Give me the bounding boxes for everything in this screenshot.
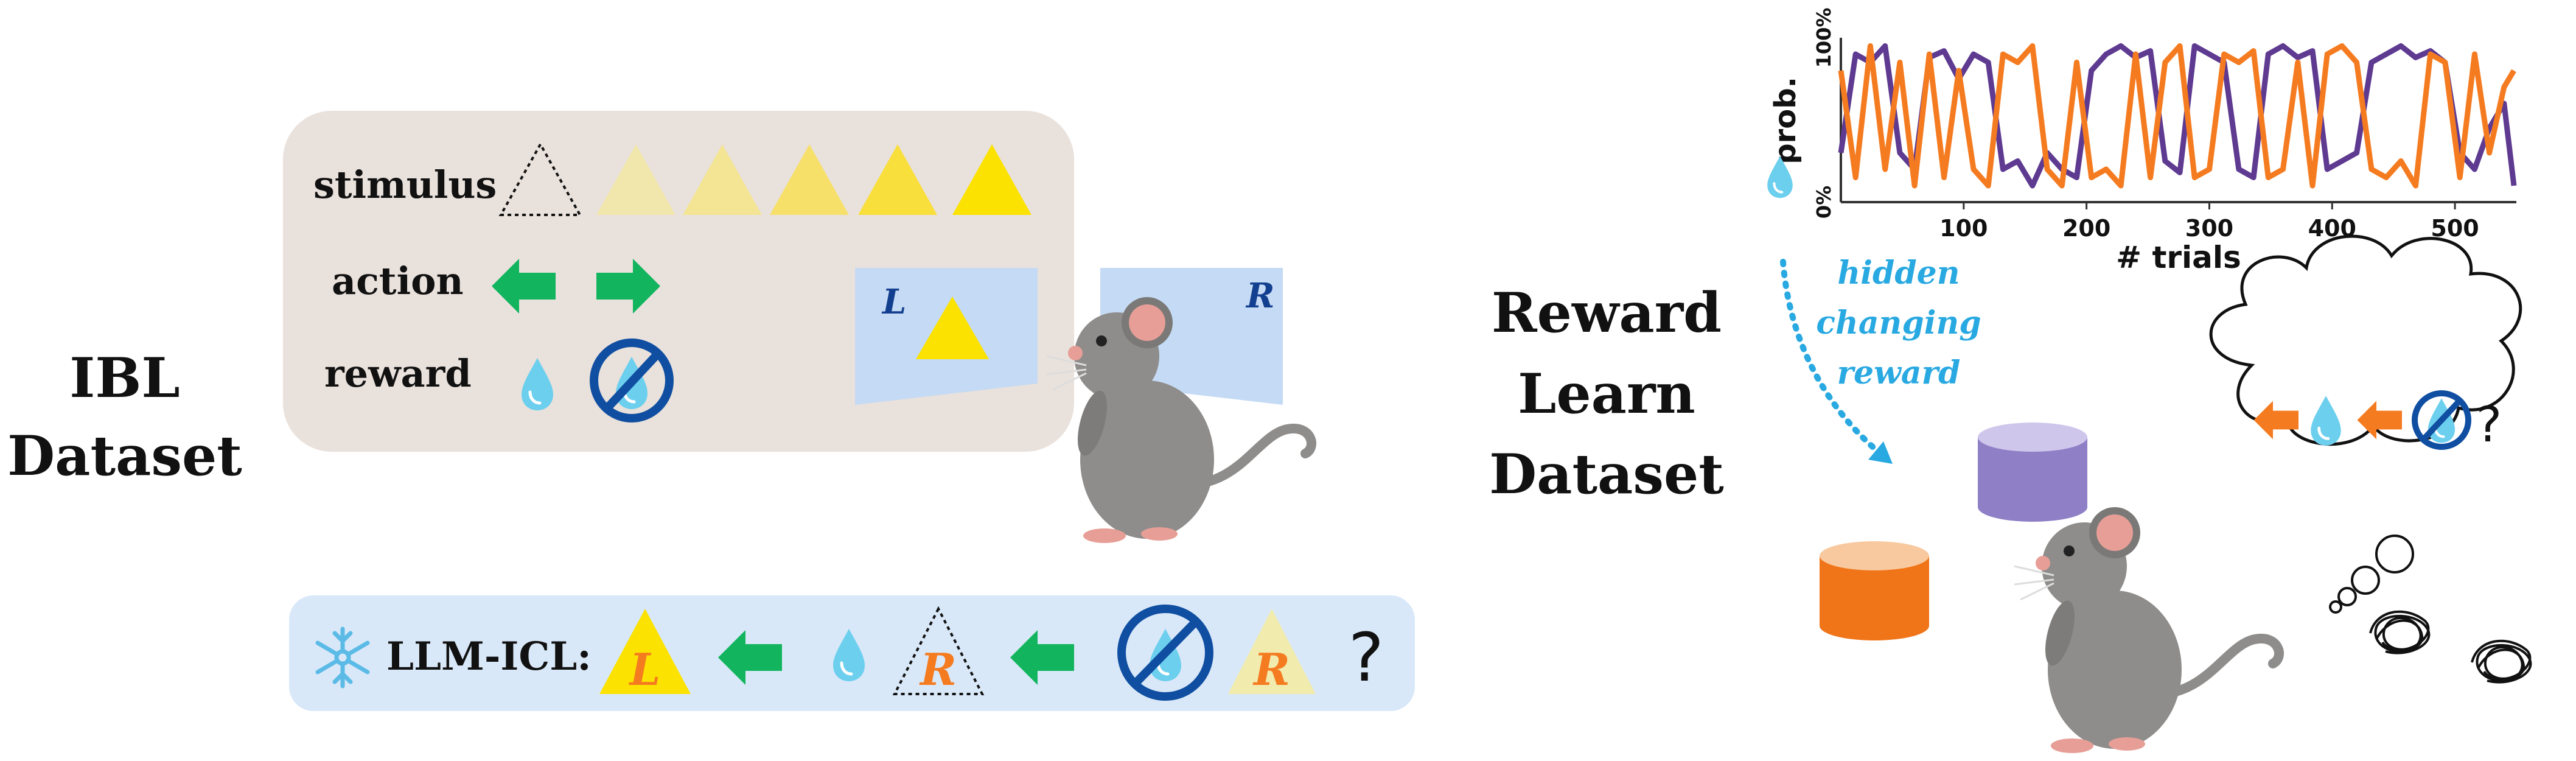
chart-y-tick-label: 100%: [1812, 8, 1835, 68]
screen-left-label: L: [881, 282, 906, 322]
chart-y-tick-label: 0%: [1812, 186, 1835, 219]
chart-x-tick-label: 200: [2062, 215, 2110, 242]
sequence-no-reward-icon: [1117, 605, 1213, 701]
purple-reward-cylinder: [1978, 423, 2087, 522]
ibl-title-line1: IBL: [69, 346, 180, 410]
chart-series-line-2: [1838, 43, 2516, 189]
ibl-title-line2: Dataset: [7, 424, 242, 488]
llm-icl-label: LLM-ICL:: [386, 634, 592, 679]
sequence-token-3: R: [1252, 644, 1290, 695]
sequence-question-mark: ?: [1349, 619, 1384, 696]
arrow-caption-line1: hidden: [1837, 254, 1960, 292]
stimulus-triangle-1: [596, 144, 675, 215]
chart-y-axis-label: prob.: [1768, 77, 1803, 164]
no-reward-icon: [590, 338, 674, 423]
chart-x-tick-label: 100: [1939, 215, 1988, 242]
reward-learn-mouse-illustration: [2014, 507, 2279, 753]
orange-reward-cylinder: [1820, 541, 1929, 640]
snowflake-icon: [315, 626, 370, 689]
screen-right-label: R: [1245, 276, 1275, 316]
chart-x-axis-label: # trials: [2116, 240, 2241, 275]
screen-stimulus-triangle: [916, 296, 989, 359]
stimulus-triangle-0: [498, 141, 582, 216]
thought-question-mark: ?: [2476, 396, 2502, 453]
stimulus-triangle-4: [858, 144, 937, 215]
thought-no-reward-icon: [2412, 390, 2471, 450]
confusion-scribble-icon-1: [2369, 610, 2431, 654]
dotted-arrow-head: [1868, 441, 1893, 464]
stimulus-label: stimulus: [313, 163, 497, 207]
chart-x-tick-label: 300: [2185, 215, 2233, 242]
sequence-stimulus-triangle-2: [892, 606, 985, 695]
reward-label: reward: [324, 351, 472, 396]
chart-series-line-1: [1838, 43, 2517, 189]
arrow-caption-line2: changing: [1816, 304, 1981, 342]
stimulus-triangle-3: [770, 144, 849, 215]
sequence-token-1: L: [629, 644, 661, 695]
sequence-stimulus-triangle-1: [599, 609, 691, 694]
reward-learn-title-line2: Learn: [1518, 362, 1695, 426]
reward-learn-title-line3: Dataset: [1489, 442, 1724, 507]
action-label: action: [332, 259, 464, 303]
hidden-reward-dotted-arrow: [1780, 259, 1883, 457]
reward-learn-title-line1: Reward: [1492, 281, 1722, 345]
arrow-caption-line3: reward: [1837, 354, 1961, 391]
chart-x-tick-label: 500: [2431, 215, 2479, 242]
sequence-token-2: R: [919, 644, 957, 695]
stimulus-triangle-5: [952, 144, 1031, 215]
sequence-stimulus-triangle-3: [1228, 609, 1316, 694]
confusion-scribble-icon-2: [2471, 639, 2532, 684]
stimulus-triangle-2: [683, 144, 762, 215]
